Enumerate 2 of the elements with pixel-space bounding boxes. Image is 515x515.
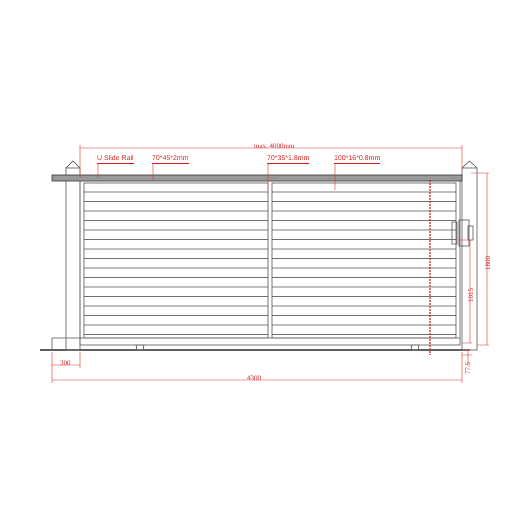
leader-line [152,163,154,180]
leader-line [334,163,336,190]
